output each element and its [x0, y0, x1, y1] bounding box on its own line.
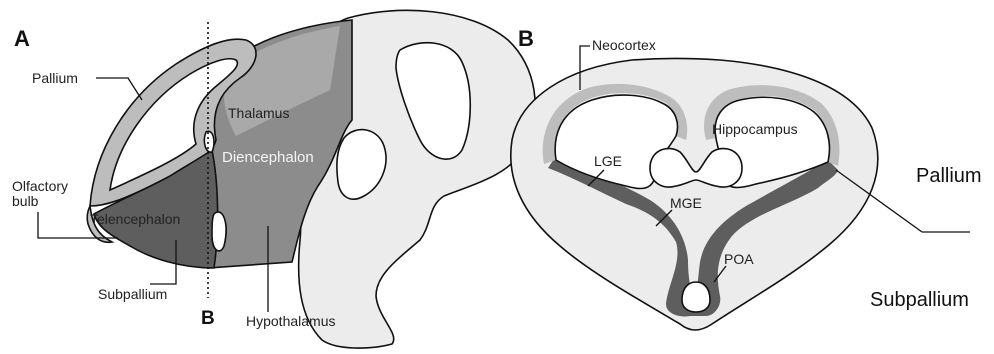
label-thalamus: Thalamus	[228, 105, 289, 121]
label-telencephalon: Telencephalon	[90, 211, 180, 227]
panel-b-letter: B	[518, 26, 534, 51]
leader-pallium	[96, 78, 142, 100]
label-lge: LGE	[594, 153, 622, 169]
panel-a-letter: A	[14, 26, 30, 51]
thalamic-sulcus	[204, 131, 214, 152]
ventral-midline-cavity	[682, 282, 710, 312]
hypothalamic-sulcus	[212, 212, 226, 251]
label-olfactory-bulb-line1: Olfactory	[12, 178, 68, 194]
panel-a: A Pallium Olfactory bulb Telencephalon	[12, 10, 535, 348]
label-pallium: Pallium	[32, 70, 78, 86]
label-poa: POA	[724, 251, 754, 267]
label-hypothalamus: Hypothalamus	[246, 313, 336, 329]
label-diencephalon: Diencephalon	[222, 149, 314, 166]
label-mge: MGE	[670, 195, 702, 211]
annotation-subpallium: Subpallium	[870, 289, 969, 311]
panel-b: B Neocortex Hippocampus LGE MGE POA	[511, 26, 878, 330]
label-neocortex: Neocortex	[592, 37, 656, 53]
label-olfactory-bulb-line2: bulb	[12, 193, 39, 209]
label-subpallium: Subpallium	[98, 286, 167, 302]
label-hippocampus: Hippocampus	[712, 121, 798, 137]
annotation-pallium: Pallium	[916, 165, 982, 187]
section-marker-b: B	[201, 308, 215, 329]
